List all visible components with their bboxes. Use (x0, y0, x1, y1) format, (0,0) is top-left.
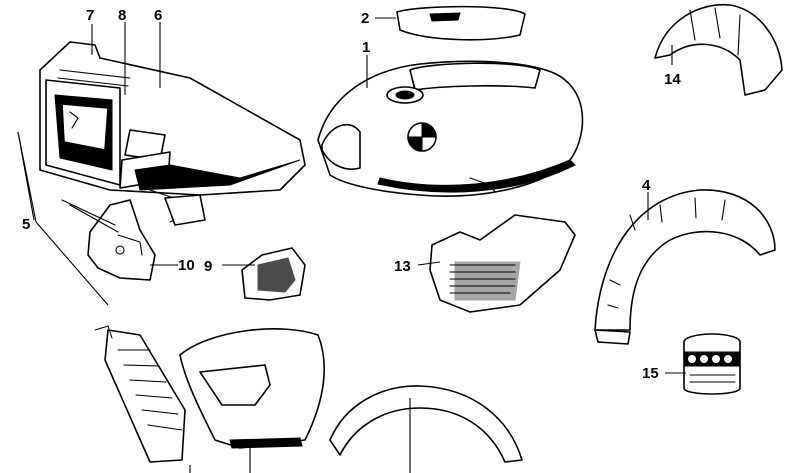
reflector-part[interactable] (241, 247, 306, 301)
callout-6: 6 (154, 7, 162, 24)
callout-9: 9 (204, 258, 212, 275)
side-cover-part[interactable] (429, 214, 576, 313)
lower-cowl-part[interactable] (179, 328, 325, 449)
callout-13: 13 (394, 258, 411, 275)
rear-fender-top-part[interactable] (654, 3, 783, 96)
callout-8: 8 (118, 7, 126, 24)
callout-14: 14 (664, 71, 681, 88)
callout-10: 10 (178, 257, 195, 274)
callout-1: 1 (362, 39, 370, 56)
callout-2: 2 (361, 10, 369, 27)
front-fender-part[interactable] (329, 385, 523, 463)
callout-4: 4 (642, 177, 651, 194)
fairing-part[interactable] (39, 41, 306, 226)
paint-can-part[interactable] (683, 333, 741, 395)
leader-lines (17, 17, 686, 473)
callout-5: 5 (22, 216, 30, 233)
bracket-part[interactable] (61, 199, 156, 281)
rear-fender-part[interactable] (594, 189, 776, 345)
callouts: 7 8 6 2 1 14 4 5 10 9 13 15 (22, 7, 681, 382)
louvered-panel-part[interactable] (94, 325, 186, 463)
fuel-tank-part[interactable] (317, 60, 584, 198)
tank-pad-part[interactable] (396, 5, 526, 41)
callout-15: 15 (642, 365, 659, 382)
callout-7: 7 (86, 7, 94, 24)
